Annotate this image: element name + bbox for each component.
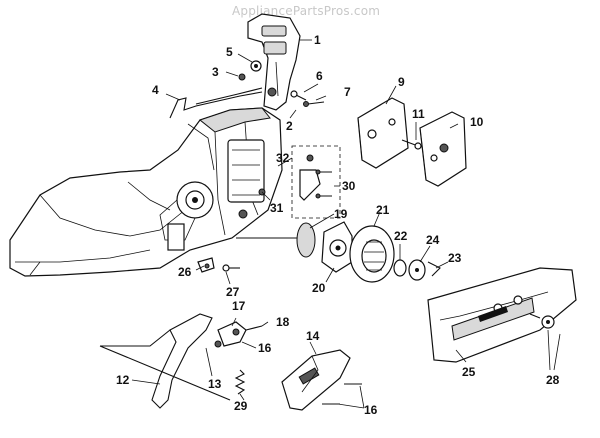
callout-24: 24 [426,233,440,247]
callout-22: 22 [394,229,408,243]
clutch-drum [349,225,395,283]
callout-11: 11 [412,107,425,121]
hand-guard [247,13,301,111]
kit-box [291,145,341,219]
callout-2: 2 [286,119,293,133]
callout-16b: 16 [364,403,378,417]
callout-27: 27 [226,285,240,299]
callout-7: 7 [344,85,351,99]
callout-3: 3 [212,65,219,79]
side-cover [427,267,577,363]
spring [234,369,246,395]
callout-9: 9 [398,75,405,89]
washer [238,73,246,81]
callout-30: 30 [342,179,356,193]
callout-10: 10 [470,115,484,129]
clutch-shoes [321,221,353,273]
callout-21: 21 [376,203,390,217]
callout-28: 28 [546,373,560,387]
screw [222,264,230,272]
callout-17: 17 [232,299,246,313]
callout-26: 26 [178,265,192,279]
callout-6: 6 [316,69,323,83]
e-clip [427,261,441,277]
needle-bearing [393,259,407,277]
leader-lines [131,39,561,409]
callout-labels: 1 2 3 4 5 6 7 9 10 11 12 13 14 16 16 17 … [116,33,560,417]
screw [295,94,307,101]
bracket-10 [419,111,467,187]
callout-12: 12 [116,373,130,387]
callout-1: 1 [314,33,321,47]
callout-4: 4 [152,83,159,97]
callout-29: 29 [234,399,248,413]
callout-13: 13 [208,377,222,391]
callout-19: 19 [334,207,348,221]
callout-16a: 16 [258,341,272,355]
callout-31: 31 [270,201,284,215]
callout-5: 5 [226,45,233,59]
callout-23: 23 [448,251,462,265]
callout-18: 18 [276,315,290,329]
callout-14: 14 [306,329,320,343]
clutch-washer [296,222,316,258]
callout-20: 20 [312,281,326,295]
handle-strap [151,313,213,409]
clip [299,169,321,201]
throttle-lever [214,321,263,348]
oil-pump [281,349,351,411]
screw [307,101,325,105]
throttle-rod [169,91,263,119]
bracket-9 [357,97,409,169]
engine-housing [9,107,311,277]
callout-32: 32 [276,151,290,165]
callout-25: 25 [462,365,476,379]
